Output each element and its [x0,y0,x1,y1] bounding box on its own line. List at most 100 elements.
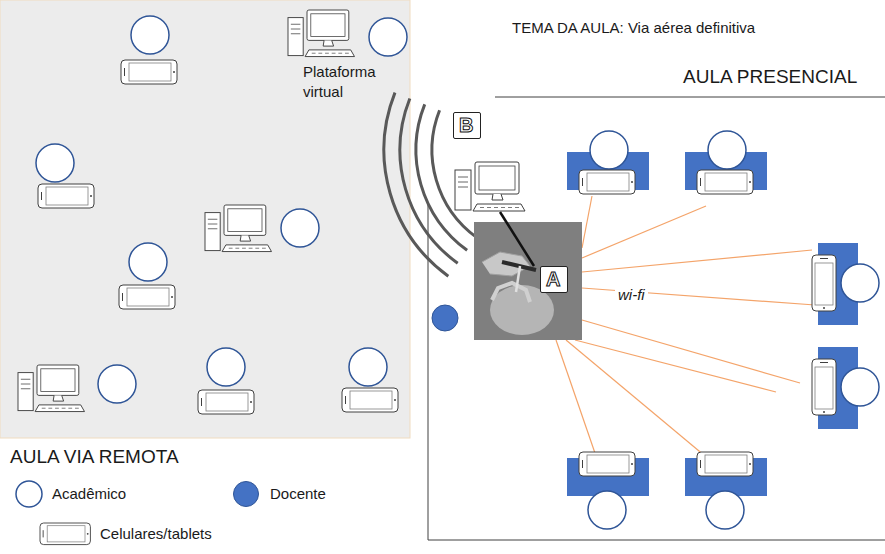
photo-frame [474,222,582,340]
keyboard [35,405,84,412]
keyboard-key [332,53,336,54]
student-circle [708,131,746,169]
wifi-link [582,196,592,248]
phone-camera [631,181,633,183]
tower-slot [458,187,468,188]
student-circle [841,264,879,302]
keyboard-key [480,207,484,208]
computer-monitor [224,205,266,235]
tower-slot [21,384,31,385]
monitor-screen [228,209,262,232]
keyboard-key [515,207,519,208]
classroom-area: AULA PRESENCIALAB [428,97,885,540]
patient-face [492,283,530,302]
legend-text: Acadêmico [52,485,126,502]
classroom-wall [495,97,885,98]
keyboard-key [242,248,246,249]
computer-icon [205,205,272,252]
callout-letter: B [454,113,480,137]
keyboard-key [318,53,322,54]
phone-screen [47,526,85,542]
phone-body [579,170,635,194]
keyboard-key [501,207,505,208]
phone-screen [206,393,248,411]
computer-monitor [307,10,349,40]
wifi-link [582,250,812,272]
monitor-stand [53,395,63,401]
legend-text: Celulares/tablets [100,525,212,542]
phone-body [198,390,254,414]
student-circle [98,365,136,403]
computer-icon [455,162,525,211]
keyboard-key [55,408,59,409]
callout-box: B [453,112,481,139]
student-circle [129,243,167,281]
wifi-link [582,320,800,383]
student-circle [131,16,169,54]
phone-camera [173,71,175,73]
phone-button [122,293,123,301]
tower-slot [208,219,218,220]
keyboard-key [235,248,239,249]
remote-area-panel [0,0,410,438]
phone-screen [705,455,747,473]
keyboard-key [68,408,72,409]
phone-screen [129,63,171,81]
keyboard-key [508,207,512,208]
phone-screen [350,391,392,409]
phone-screen [587,455,629,473]
computer-icon [288,10,355,57]
monitor-stand [492,194,503,200]
video-cable [500,212,534,266]
tower-slot [458,177,468,178]
tower-slot [291,33,301,34]
keyboard-key [75,408,79,409]
keyboard-key [42,408,46,409]
phone-body [119,285,175,309]
phone-camera [749,181,751,183]
phone-button [820,362,828,363]
area-heading: AULA VIA REMOTA [10,446,179,468]
area-heading: AULA PRESENCIAL [683,66,857,88]
keyboard [473,204,525,211]
monitor-stand [240,235,250,241]
tower-slot [291,24,301,25]
phone-button [582,460,583,468]
student-circle [281,209,319,247]
keyboard-key [487,207,491,208]
tower-slot [21,388,31,389]
lesson-title: TEMA DA AULA: Via aérea definitiva [512,18,755,38]
phone-button [345,396,346,404]
computer-monitor [475,162,519,194]
tower-slot [458,182,468,183]
phone-body [40,523,90,545]
phone-camera [171,296,173,298]
phone-icon [697,452,753,476]
keyboard [305,50,354,57]
keyboard-key [312,53,316,54]
phone-button [43,530,44,537]
phone-icon [579,170,635,194]
wireless-wave [384,93,448,277]
computer-tower [18,373,33,411]
phone-icon [198,390,254,414]
legend-swatch [233,481,259,507]
callout-letter: A [541,267,567,291]
phone-camera [250,401,252,403]
phone-screen [127,288,169,306]
legend-student-icon [16,481,42,507]
tower-slot [208,228,218,229]
phone-screen [815,367,833,409]
phone-camera [823,411,825,413]
keyboard-key [338,53,342,54]
phone-body [121,60,177,84]
student-circle [706,491,744,529]
student-circle [590,131,628,169]
monitor-screen [479,166,515,190]
phone-body [342,388,398,412]
phone-camera [823,307,825,309]
student-circle [369,18,407,56]
phone-body [697,170,753,194]
monitor-screen [41,369,75,392]
